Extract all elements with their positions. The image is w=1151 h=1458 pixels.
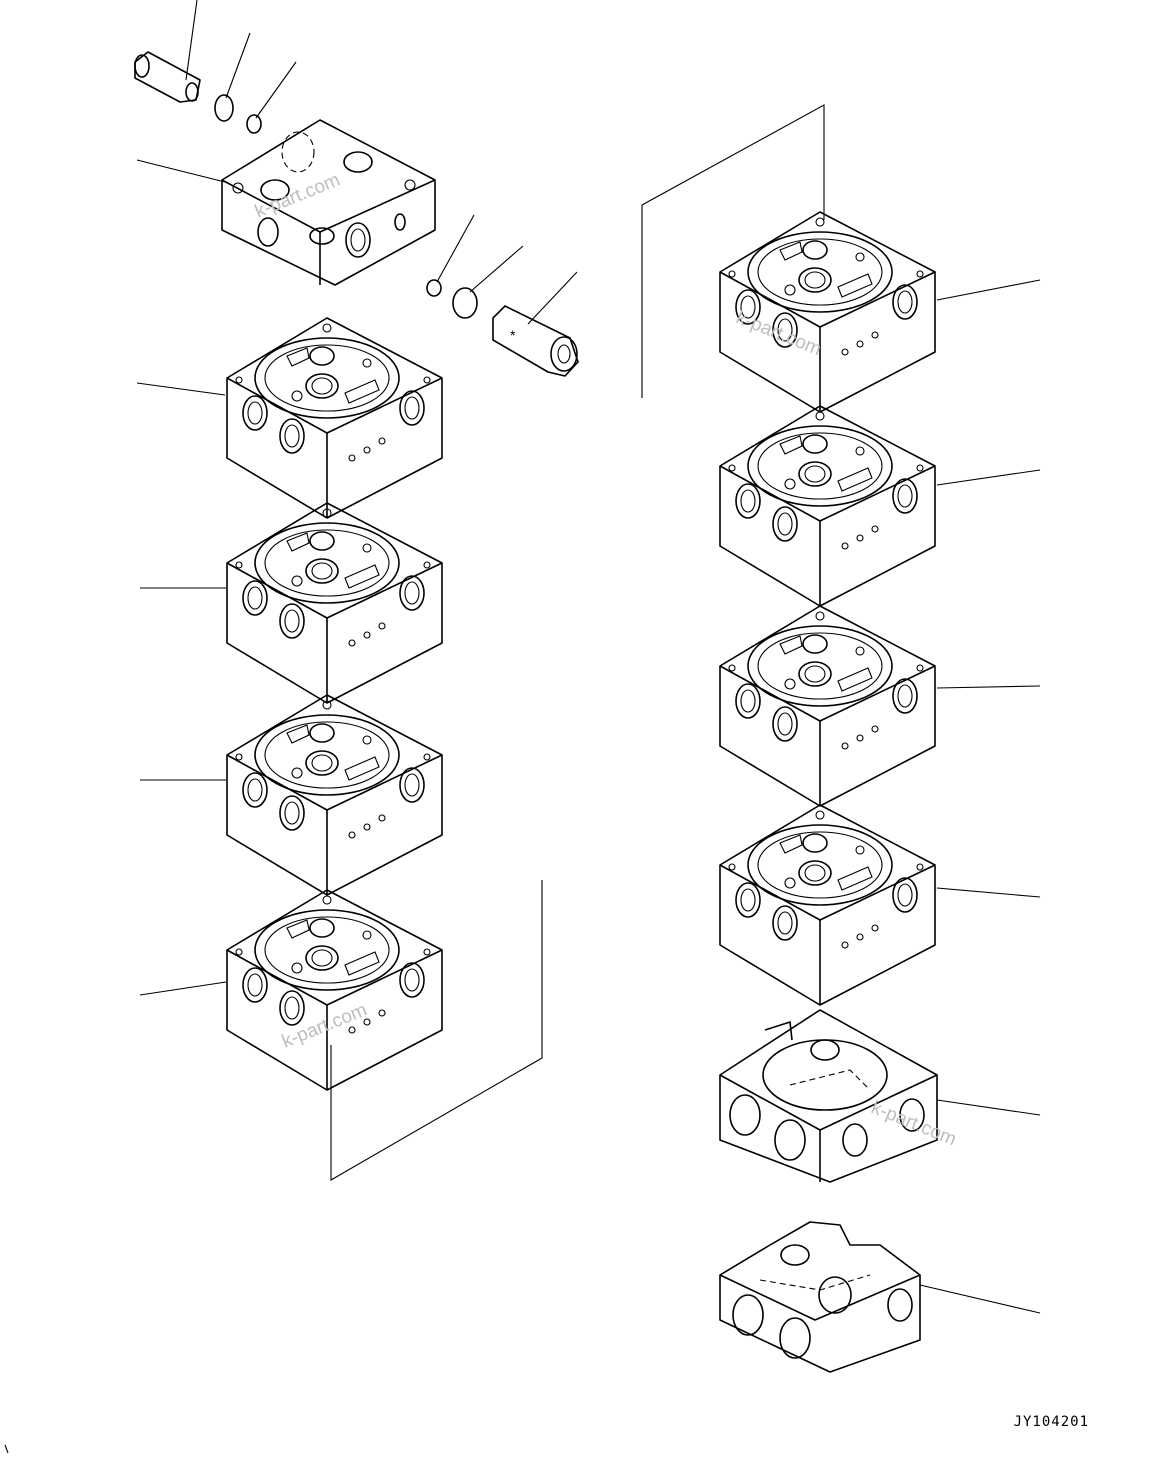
svg-text:k-part.com: k-part.com (279, 1000, 370, 1053)
svg-text:k-part.com: k-part.com (252, 170, 343, 223)
valve-section-right-3 (719, 605, 936, 807)
top-cover-block (221, 119, 436, 286)
o-ring-2 (426, 279, 442, 297)
backup-ring-1 (246, 114, 262, 134)
valve-section-left-2 (226, 502, 443, 704)
valve-section-left-4 (226, 889, 443, 1091)
plug-fitting-top (134, 51, 201, 103)
leader-lines (4, 0, 1041, 1454)
end-cover-block (719, 1221, 921, 1373)
watermarks: k-part.com k-part.com k-part.com k-part.… (252, 170, 959, 1151)
valve-section-right-2 (719, 405, 936, 607)
o-ring-1 (214, 94, 234, 122)
svg-text:*: * (510, 327, 516, 343)
drawing-code: JY104201 (1013, 1414, 1089, 1430)
valve-section-left-1 (226, 317, 443, 519)
valve-section-right-4 (719, 804, 936, 1006)
svg-text:k-part.com: k-part.com (868, 1097, 959, 1150)
valve-section-left-3 (226, 694, 443, 896)
relief-valve-cartridge: * (492, 305, 579, 377)
valve-section-right-5 (719, 1009, 938, 1183)
o-ring-3 (452, 287, 478, 319)
